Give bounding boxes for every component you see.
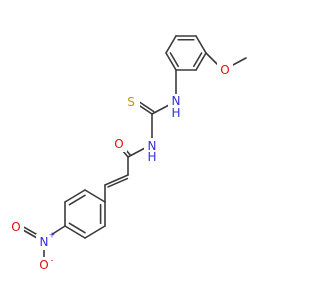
label-bg bbox=[217, 62, 233, 78]
thioamide-nitrogen-hydrogen-label: H bbox=[171, 106, 180, 120]
molecule-structure: S N H N H O O N + O O - bbox=[8, 35, 247, 273]
ring-to-nitro-nitrogen-bond bbox=[50, 225, 66, 236]
thioamide-nitrogen-to-carbon-bond bbox=[151, 104, 170, 115]
top-ring-bond bbox=[165, 52, 177, 71]
carbonyl-oxygen-label: O bbox=[114, 137, 123, 151]
nitro-oxygen-double-bond bbox=[22, 229, 38, 239]
label-bg bbox=[36, 234, 52, 250]
nitro-oxygen-top-label: O bbox=[11, 220, 20, 234]
top-ring-inner-bond bbox=[169, 52, 179, 68]
label-bg bbox=[8, 219, 24, 235]
label-bg bbox=[144, 138, 160, 164]
alkene-double-bond-second bbox=[107, 177, 129, 188]
top-ring-bond bbox=[195, 35, 207, 54]
nitro-oxygen-bottom-charge: - bbox=[51, 256, 54, 265]
methoxy-oxygen-label: O bbox=[220, 63, 229, 77]
nitro-nitrogen-charge: + bbox=[49, 231, 56, 240]
bottom-ring-bond bbox=[84, 225, 106, 239]
label-bg bbox=[124, 94, 140, 110]
sulfur-atom-label: S bbox=[127, 95, 135, 109]
atom-labels-layer: S N H N H O O N + O O - bbox=[8, 62, 233, 273]
top-ring-bond bbox=[165, 35, 177, 54]
methoxy-methyl-bond bbox=[230, 57, 247, 67]
amide-nitrogen-hydrogen-label: H bbox=[147, 150, 156, 164]
label-bg bbox=[111, 136, 127, 152]
nitro-nitrogen-label: N bbox=[40, 235, 49, 249]
molecule-canvas: S N H N H O O N + O O - bbox=[8, 35, 247, 273]
top-ring-inner-bond bbox=[193, 52, 203, 68]
bottom-ring-bond bbox=[64, 225, 86, 239]
thiocarbonyl-double-bond-second bbox=[137, 100, 155, 113]
bottom-ring-inner-bond bbox=[68, 222, 86, 234]
alkene-double-bond bbox=[104, 174, 129, 186]
top-ring-bond bbox=[195, 52, 207, 71]
bottom-ring-bond bbox=[84, 189, 106, 203]
amide-nitrogen-label: N bbox=[148, 139, 157, 153]
label-bg bbox=[168, 94, 184, 120]
thioamide-nitrogen-label: N bbox=[172, 94, 181, 108]
bonds-layer bbox=[22, 35, 247, 258]
ring-to-methoxy-oxygen-bond bbox=[205, 52, 220, 67]
nitro-oxygen-bottom-label: O bbox=[39, 258, 48, 272]
bottom-ring-bond bbox=[64, 189, 86, 203]
label-bg bbox=[36, 257, 52, 273]
bottom-ring-inner-bond bbox=[68, 194, 86, 206]
